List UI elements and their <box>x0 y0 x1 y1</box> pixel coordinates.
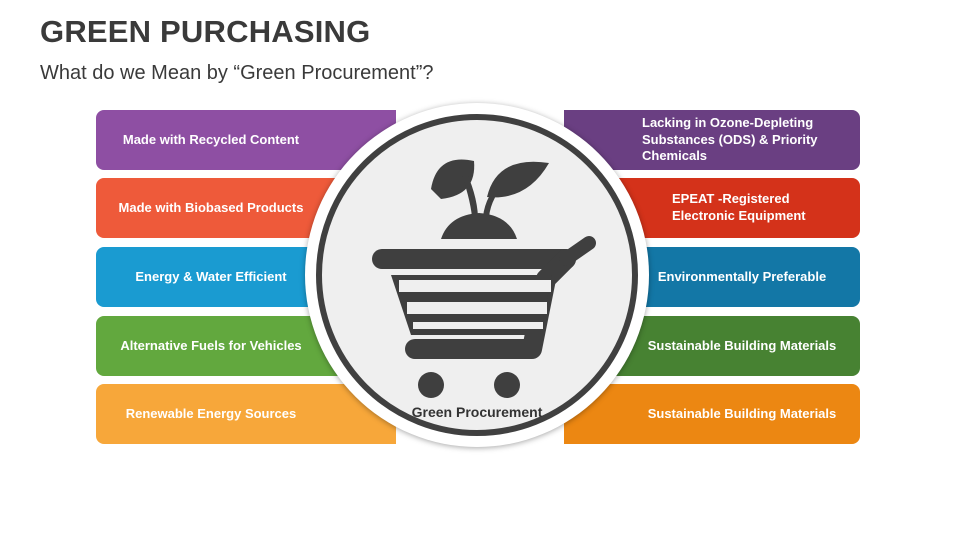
left-item-label: Renewable Energy Sources <box>125 405 297 421</box>
right-item-label: Sustainable Building Materials <box>647 337 837 353</box>
slide-title: GREEN PURCHASING <box>40 14 371 49</box>
left-item-renewable-energy: Renewable Energy Sources <box>96 384 396 444</box>
left-item-label: Made with Recycled Content <box>122 131 300 147</box>
sprout-icon <box>431 159 549 239</box>
cart-icon <box>372 236 596 398</box>
slide-subtitle: What do we Mean by “Green Procurement”? <box>40 62 434 84</box>
right-item-ozone-depleting: Lacking in Ozone-Depleting Substances (O… <box>564 110 860 170</box>
left-item-recycled-content: Made with Recycled Content <box>96 110 396 170</box>
shopping-cart-with-sprout-icon <box>372 159 596 398</box>
left-item-label: Energy & Water Efficient <box>135 268 287 284</box>
right-item-label: Sustainable Building Materials <box>647 405 837 421</box>
right-item-label: Lacking in Ozone-Depleting Substances (O… <box>642 114 818 164</box>
right-item-sustainable-building-2: Sustainable Building Materials <box>564 384 860 444</box>
right-item-label: Environmentally Preferable <box>657 268 827 284</box>
right-item-label: EPEAT -Registered Electronic Equipment <box>672 191 806 223</box>
left-item-label: Made with Biobased Products <box>118 199 304 215</box>
center-label: Green Procurement <box>411 404 543 420</box>
left-item-label: Alternative Fuels for Vehicles <box>120 337 302 353</box>
